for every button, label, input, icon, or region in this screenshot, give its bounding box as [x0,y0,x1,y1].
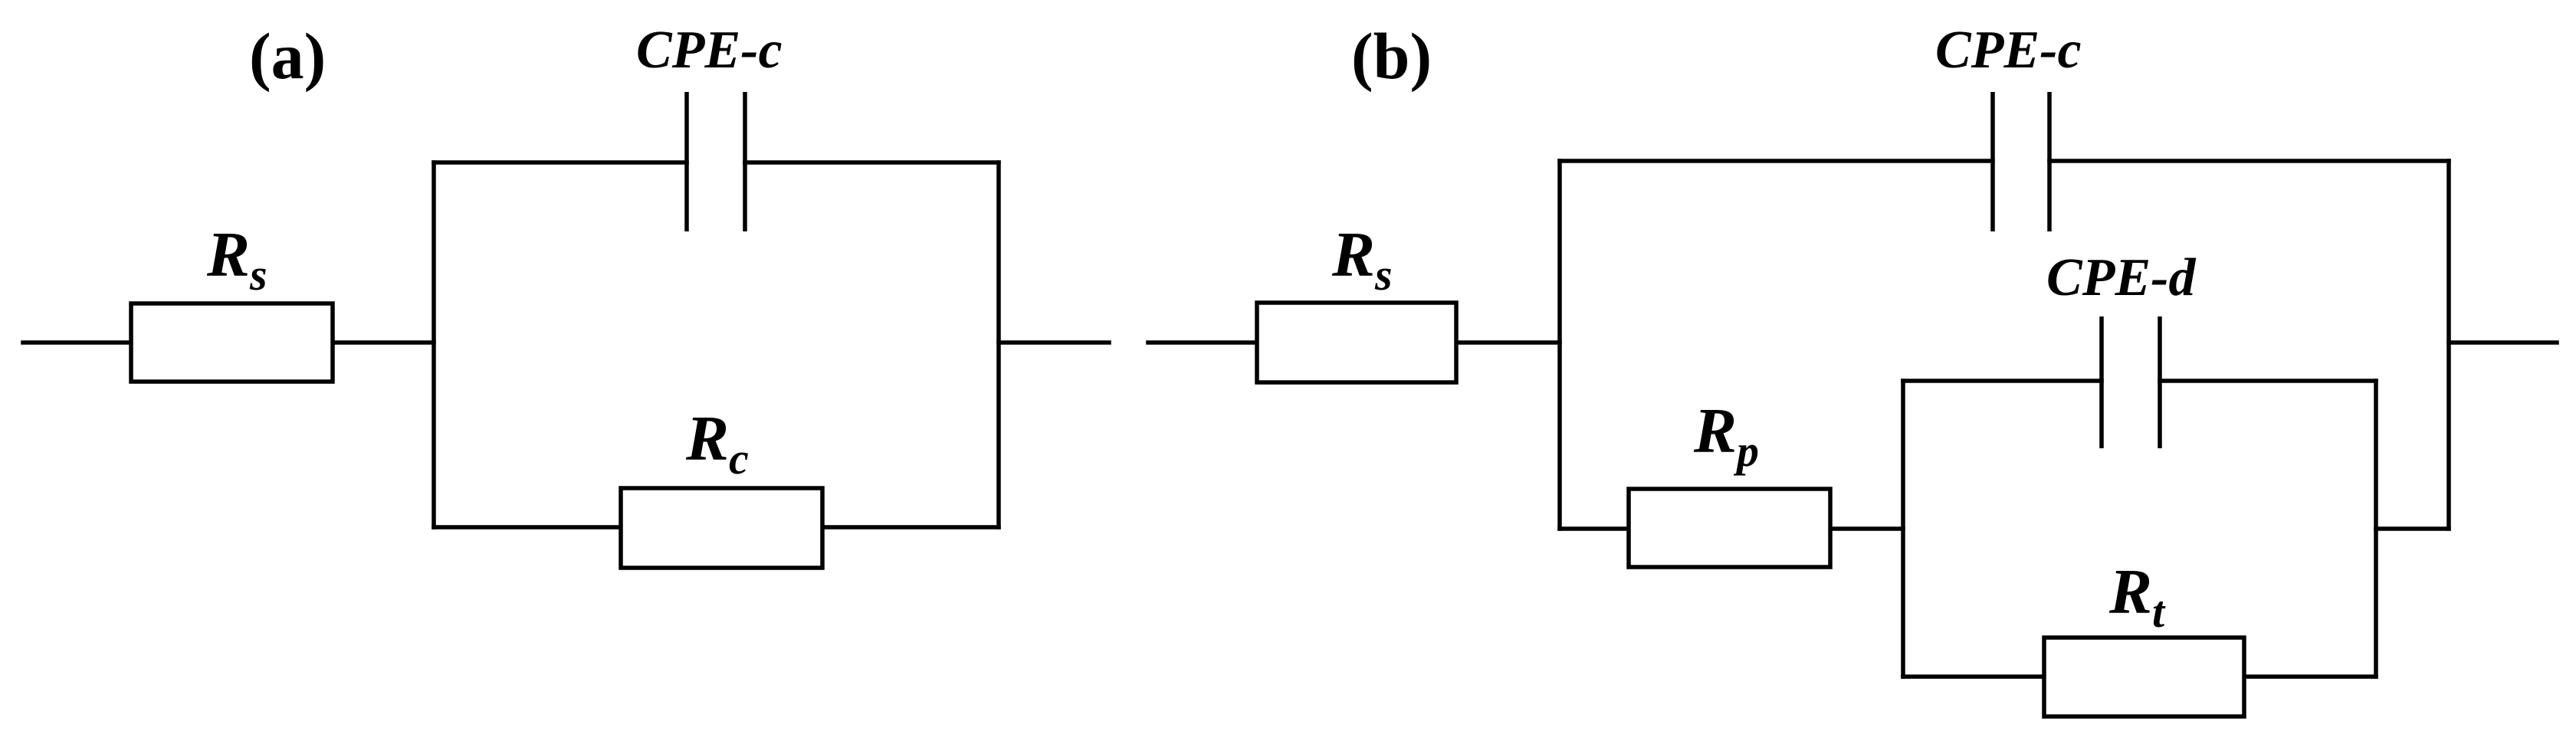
panel-a-cpe-c-label: CPE-c [636,21,783,80]
panel-b-cpe-c-label: CPE-c [1935,21,2082,80]
panel-b: (b) Rs CPE-c Rp CPE-d R [1146,19,2559,719]
panel-a: (a) Rs CPE-c Rc [21,19,1111,570]
panel-b-rp-label: Rp [1693,395,1759,476]
panel-a-rs-label: Rs [206,219,267,300]
panel-b-rt-label: Rt [2108,556,2166,637]
panel-a-resistor-rs [129,301,335,384]
panel-b-rs-label: Rs [1331,219,1393,300]
panel-b-resistor-rp [1626,487,1833,569]
panel-a-rc-label: Rc [685,403,749,484]
panel-b-resistor-rs [1255,300,1459,385]
panel-b-label: (b) [1351,19,1432,93]
panel-b-resistor-rt [2042,635,2246,719]
panel-b-cpe-d-label: CPE-d [2046,248,2196,307]
panel-a-resistor-rc [619,486,825,570]
panel-a-label: (a) [249,19,326,93]
